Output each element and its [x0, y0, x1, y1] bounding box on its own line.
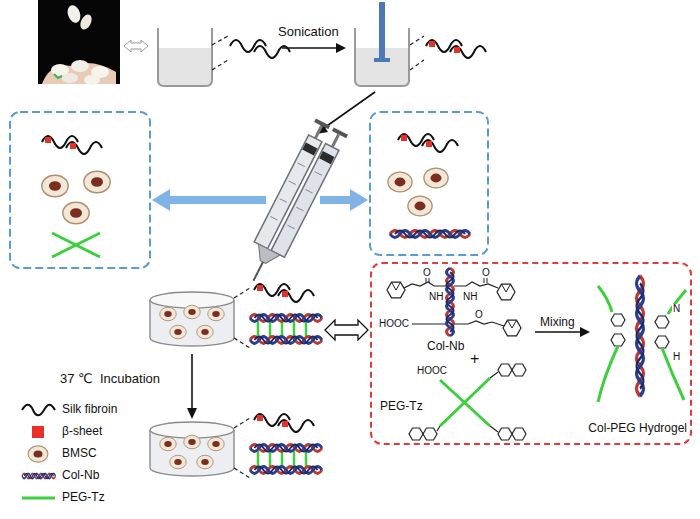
- legend-text: Col-Nb: [62, 469, 99, 483]
- legend-samples: [22, 405, 56, 498]
- process-arrow: [316, 92, 375, 134]
- structure-label: Col-PEG Hydrogel: [588, 422, 687, 436]
- plus-sign: +: [470, 350, 479, 368]
- component-group: [370, 112, 488, 255]
- legend-text: BMSC: [62, 447, 97, 461]
- step-label: Incubation: [100, 372, 160, 387]
- atom-label: N: [672, 304, 681, 314]
- atom-label: O: [481, 268, 491, 278]
- atom-label: HOOC: [416, 366, 448, 376]
- beaker: [158, 28, 290, 86]
- culture-dish: [150, 414, 322, 478]
- step-label: Mixing: [540, 316, 575, 330]
- legend-swatch: [32, 426, 44, 438]
- component-group: [10, 112, 150, 268]
- legend-text: PEG-Tz: [62, 491, 105, 505]
- double-arrow: [124, 40, 148, 52]
- equivalence-arrow: [325, 320, 368, 340]
- process-arrow: [187, 354, 197, 419]
- atom-label: NH: [428, 292, 444, 302]
- cocoon-photo: [38, 0, 120, 85]
- hydrogel-structure: [598, 276, 686, 402]
- sonicator-beaker: [355, 2, 486, 86]
- structure-label: PEG-Tz: [380, 400, 423, 414]
- legend-text: β-sheet: [62, 425, 102, 439]
- atom-label: NH: [462, 292, 478, 302]
- atom-label: HOOC: [378, 319, 410, 329]
- atom-label: O: [474, 310, 484, 320]
- reaction-panel: Col-NbPEG-Tz MixingCol-PEG Hydrogel: [370, 262, 692, 445]
- structure-label: Col-Nb: [427, 340, 464, 354]
- peg-tz-structure: [409, 364, 526, 440]
- split-arrow: [152, 189, 368, 211]
- legend-text: Silk fibroin: [62, 403, 117, 417]
- temperature-label: 37 ℃: [60, 372, 93, 387]
- step-label: Sonication: [278, 25, 339, 40]
- atom-label: H: [672, 352, 681, 362]
- culture-dish: [150, 284, 322, 348]
- process-arrow: [282, 43, 346, 53]
- atom-label: O: [422, 268, 432, 278]
